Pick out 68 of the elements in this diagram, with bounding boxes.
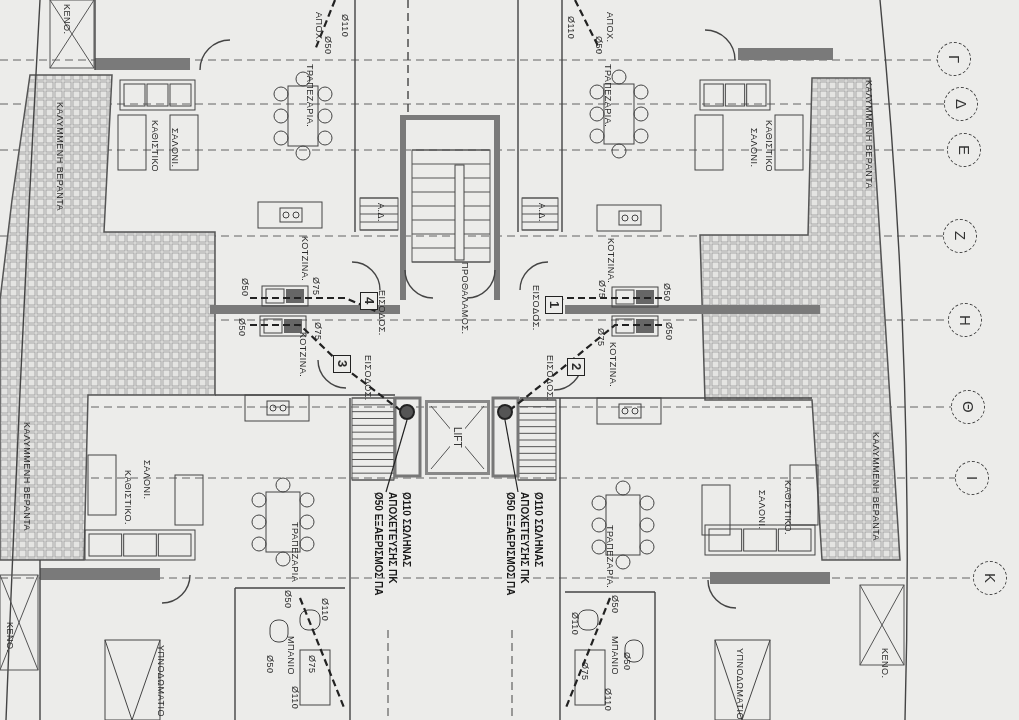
plan-label: ΚΕΝΟ.	[880, 648, 890, 679]
pipe-note: Ø50 ΕΞΑΕΡΙΣΜΟΣ ΠΑ	[372, 492, 384, 596]
plan-label: ΚΟΤΖΙΝΑ.	[300, 236, 310, 282]
plan-label: ΥΠΝΟΔΩΜΑΤΙΟ	[735, 648, 745, 720]
plan-label: ΚΑΘΙΣΤΙΚΟ	[764, 120, 774, 173]
plan-label: Ø110	[603, 688, 613, 712]
plan-label: ΣΑΛΟΝΙ.	[142, 460, 152, 500]
plan-label: ΣΑΛΟΝΙ.	[749, 128, 759, 168]
plan-label: Ø50	[610, 595, 620, 614]
plan-label: Ø50	[664, 322, 674, 341]
plan-label: Ø50	[240, 278, 250, 297]
plan-label: Ø110	[320, 598, 330, 622]
plan-label: ΜΠΑΝΙΟ	[610, 636, 620, 675]
plan-label: ΚΑΘΙΣΤΙΚΟ.	[123, 470, 133, 526]
plan-label: Α.Δ.	[376, 203, 386, 222]
plan-label: Ø75	[313, 322, 323, 341]
plan-label: Ø110	[570, 612, 580, 636]
plan-label: Ø50	[622, 652, 632, 671]
plan-label: ΤΡΑΠΕΖΑΡΙΑ.	[605, 525, 615, 589]
lift-shaft: LIFT	[425, 400, 490, 475]
pipe-note: Ø110 ΣΩΛΗΝΑΣ	[400, 492, 412, 570]
plan-label: Ø75	[596, 328, 606, 347]
plan-label: ΤΡΑΠΕΖΑΡΙΑ	[290, 522, 300, 583]
plan-label: Ø75	[311, 277, 321, 296]
plan-label: Ø75	[580, 662, 590, 681]
plan-label: Ø50	[662, 283, 672, 302]
plan-label: Ø75	[597, 280, 607, 299]
pipe-note: ΑΠΟΧΕΤΕΥΣΗΣ ΠΚ	[518, 492, 530, 586]
plan-label: Ø110	[290, 686, 300, 710]
pipe-note: Ø110 ΣΩΛΗΝΑΣ	[532, 492, 544, 570]
unit-number-box: 3	[333, 355, 351, 373]
plan-label: ΤΡΑΠΕΖΑΡΙΑ.	[305, 64, 315, 128]
plan-label: Ø50	[265, 655, 275, 674]
plan-label: ΚΟΤΖΙΝΑ.	[606, 238, 616, 284]
plan-label: ΚΟΤΖΙΝΑ.	[298, 332, 308, 378]
unit-number-box: 1	[545, 296, 563, 314]
plan-label: Ø50	[323, 36, 333, 55]
plan-label: ΠΡΟΘΑΛΑΜΟΣ.	[460, 262, 470, 335]
plan-label: ΚΑΛΥΜΜΕΝΗ ΒΕΡΑΝΤΑ	[871, 432, 881, 542]
unit-number-box: 4	[360, 292, 378, 310]
plan-label: Ø50	[283, 590, 293, 609]
plan-label: ΑΠΟΧ.	[314, 12, 324, 43]
plan-label: ΣΑΛΟΝΙ.	[757, 490, 767, 530]
plan-label: ΚΑΛΥΜΜΕΝΗ ΒΕΡΑΝΤΑ	[55, 102, 65, 212]
plan-label: Α.Δ.	[537, 203, 547, 222]
plan-label: ΤΡΑΠΕΖΑΡΙΑ.	[603, 64, 613, 128]
leader-line	[504, 419, 519, 493]
plan-label: ΑΠΟΧ.	[605, 12, 615, 43]
plan-label: ΕΙΣΟΔΟΣ.	[545, 355, 555, 401]
plan-label: Ø75	[307, 655, 317, 674]
leader-line	[385, 419, 408, 493]
plan-label: Ø50	[237, 318, 247, 337]
plan-label: ΕΙΣΟΔΟΣ.	[363, 355, 373, 401]
plan-label: ΥΠΝΟΔΩΜΑΤΙΟ	[156, 645, 166, 717]
plan-label: ΚΑΘΙΣΤΙΚΟ.	[783, 480, 793, 536]
plan-label: ΚΟΤΖΙΝΑ.	[608, 342, 618, 388]
plan-label: ΚΑΘΙΣΤΙΚΟ	[150, 120, 160, 173]
plan-label: Ø110	[566, 16, 576, 40]
plan-label: ΜΠΑΝΙΟ	[286, 636, 296, 675]
unit-number-box: 2	[567, 358, 585, 376]
plan-label: Ø110	[340, 14, 350, 38]
plan-label: Ø50	[594, 36, 604, 55]
pipe-note: ΑΠΟΧΕΤΕΥΣΗΣ ΠΚ	[386, 492, 398, 586]
plan-label: ΣΑΛΟΝΙ.	[170, 128, 180, 168]
plan-label: ΚΑΛΥΜΜΕΝΗ ΒΕΡΑΝΤΑ	[864, 80, 874, 190]
plan-label: ΚΑΛΥΜΜΕΝΗ ΒΕΡΑΝΤΑ	[22, 422, 32, 532]
plan-label: ΚΕΝΟ.	[62, 4, 72, 35]
pipe-note: Ø50 ΕΞΑΕΡΙΣΜΟΣ ΠΑ	[504, 492, 516, 596]
